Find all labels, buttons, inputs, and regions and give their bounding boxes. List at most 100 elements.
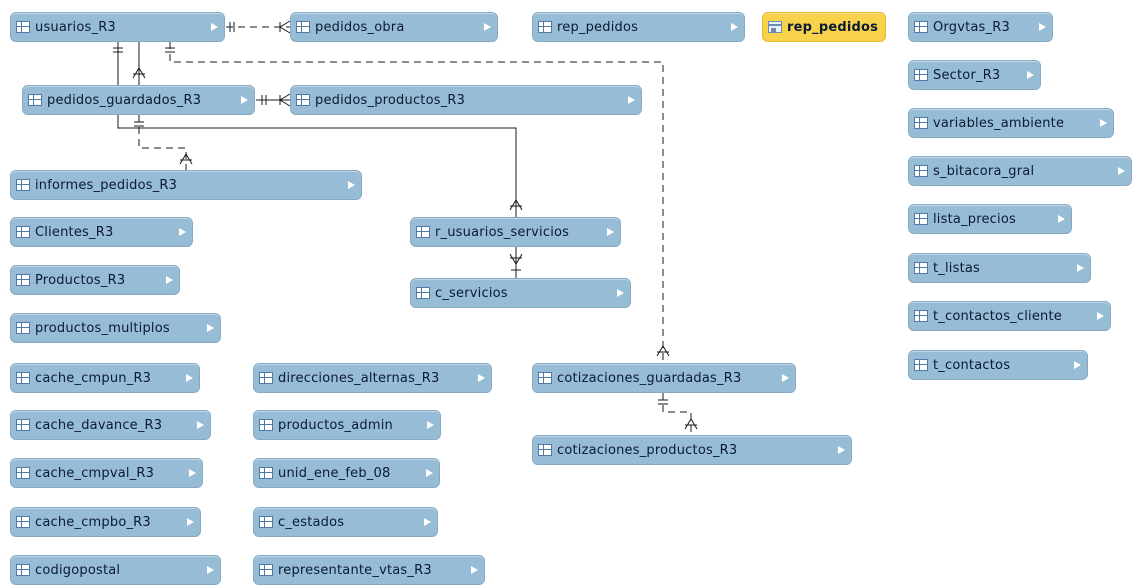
table-cache-cmpbo-r3[interactable]: cache_cmpbo_R3 <box>10 507 201 537</box>
one-marker <box>165 47 175 53</box>
table-t-contactos[interactable]: t_contactos <box>908 350 1088 380</box>
expand-arrow-icon[interactable] <box>471 566 478 574</box>
expand-arrow-icon[interactable] <box>207 566 214 574</box>
table-cache-davance-r3[interactable]: cache_davance_R3 <box>10 410 211 440</box>
table-icon <box>538 21 552 33</box>
table-representante-vtas-r3[interactable]: representante_vtas_R3 <box>253 555 485 585</box>
table-clientes-r3[interactable]: Clientes_R3 <box>10 217 193 247</box>
table-icon <box>296 94 310 106</box>
expand-arrow-icon[interactable] <box>1027 71 1034 79</box>
table-productos-r3[interactable]: Productos_R3 <box>10 265 180 295</box>
one-marker <box>134 121 144 127</box>
many-marker <box>509 199 523 211</box>
expand-arrow-icon[interactable] <box>427 421 434 429</box>
table-rep-pedidos[interactable]: rep_pedidos <box>532 12 745 42</box>
table-c-servicios[interactable]: c_servicios <box>410 278 631 308</box>
expand-arrow-icon[interactable] <box>1039 23 1046 31</box>
table-variables-ambiente[interactable]: variables_ambiente <box>908 108 1114 138</box>
table-cache-cmpun-r3[interactable]: cache_cmpun_R3 <box>10 363 200 393</box>
table-lista-precios[interactable]: lista_precios <box>908 204 1072 234</box>
table-codigopostal[interactable]: codigopostal <box>10 555 221 585</box>
table-usuarios-r3[interactable]: usuarios_R3 <box>10 12 225 42</box>
table-icon <box>259 516 273 528</box>
table-t-contactos-cliente[interactable]: t_contactos_cliente <box>908 301 1111 331</box>
table-name: productos_multiplos <box>35 320 170 336</box>
table-name: cache_cmpbo_R3 <box>35 514 151 530</box>
table-direcciones-alternas-r3[interactable]: direcciones_alternas_R3 <box>253 363 492 393</box>
expand-arrow-icon[interactable] <box>186 374 193 382</box>
table-name: c_servicios <box>435 285 508 301</box>
table-icon <box>16 274 30 286</box>
table-pedidos-guardados-r3[interactable]: pedidos_guardados_R3 <box>22 85 255 115</box>
expand-arrow-icon[interactable] <box>1118 167 1125 175</box>
expand-arrow-icon[interactable] <box>426 469 433 477</box>
table-cache-cmpval-r3[interactable]: cache_cmpval_R3 <box>10 458 203 488</box>
table-icon <box>259 419 273 431</box>
expand-arrow-icon[interactable] <box>1097 312 1104 320</box>
table-orgvtas-r3[interactable]: Orgvtas_R3 <box>908 12 1053 42</box>
expand-arrow-icon[interactable] <box>782 374 789 382</box>
table-pedidos-productos-r3[interactable]: pedidos_productos_R3 <box>290 85 642 115</box>
table-name: direcciones_alternas_R3 <box>278 370 440 386</box>
expand-arrow-icon[interactable] <box>207 324 214 332</box>
table-c-estados[interactable]: c_estados <box>253 507 438 537</box>
table-icon <box>914 213 928 225</box>
expand-arrow-icon[interactable] <box>484 23 491 31</box>
expand-arrow-icon[interactable] <box>1058 215 1065 223</box>
table-icon <box>914 359 928 371</box>
table-icon <box>914 69 928 81</box>
rel-line-cotizaciones-guardadas-productos <box>662 393 692 435</box>
table-icon <box>914 310 928 322</box>
expand-arrow-icon[interactable] <box>424 518 431 526</box>
table-unid-ene-feb-08[interactable]: unid_ene_feb_08 <box>253 458 440 488</box>
many-marker <box>656 345 670 357</box>
expand-arrow-icon[interactable] <box>838 446 845 454</box>
view-rep-pedidos[interactable]: rep_pedidos <box>762 12 886 42</box>
many-marker <box>509 253 523 265</box>
table-cotizaciones-guardadas-r3[interactable]: cotizaciones_guardadas_R3 <box>532 363 796 393</box>
rel-line-pedidos-guardados-informes <box>138 115 187 170</box>
table-r-usuarios-servicios[interactable]: r_usuarios_servicios <box>410 217 621 247</box>
expand-arrow-icon[interactable] <box>211 23 218 31</box>
many-marker <box>279 20 291 34</box>
many-marker <box>279 93 291 107</box>
expand-arrow-icon[interactable] <box>187 518 194 526</box>
expand-arrow-icon[interactable] <box>1100 119 1107 127</box>
table-sector-r3[interactable]: Sector_R3 <box>908 60 1041 90</box>
table-icon <box>538 444 552 456</box>
table-name: Sector_R3 <box>933 67 1001 83</box>
expand-arrow-icon[interactable] <box>478 374 485 382</box>
table-s-bitacora-gral[interactable]: s_bitacora_gral <box>908 156 1132 186</box>
view-icon <box>768 21 782 33</box>
table-icon <box>16 516 30 528</box>
expand-arrow-icon[interactable] <box>617 289 624 297</box>
expand-arrow-icon[interactable] <box>1077 264 1084 272</box>
table-icon <box>28 94 42 106</box>
table-cotizaciones-productos-r3[interactable]: cotizaciones_productos_R3 <box>532 435 852 465</box>
table-productos-multiplos[interactable]: productos_multiplos <box>10 313 221 343</box>
table-name: informes_pedidos_R3 <box>35 177 178 193</box>
table-name: codigopostal <box>35 562 121 578</box>
table-name: usuarios_R3 <box>35 19 116 35</box>
expand-arrow-icon[interactable] <box>241 96 248 104</box>
expand-arrow-icon[interactable] <box>189 469 196 477</box>
expand-arrow-icon[interactable] <box>731 23 738 31</box>
table-icon <box>16 179 30 191</box>
table-name: cotizaciones_guardadas_R3 <box>557 370 742 386</box>
expand-arrow-icon[interactable] <box>628 96 635 104</box>
expand-arrow-icon[interactable] <box>348 181 355 189</box>
many-marker <box>179 153 193 165</box>
table-pedidos-obra[interactable]: pedidos_obra <box>290 12 498 42</box>
expand-arrow-icon[interactable] <box>1074 361 1081 369</box>
table-icon <box>259 467 273 479</box>
expand-arrow-icon[interactable] <box>179 228 186 236</box>
one-marker <box>229 22 235 32</box>
expand-arrow-icon[interactable] <box>197 421 204 429</box>
table-name: Orgvtas_R3 <box>933 19 1010 35</box>
table-informes-pedidos-r3[interactable]: informes_pedidos_R3 <box>10 170 362 200</box>
table-productos-admin[interactable]: productos_admin <box>253 410 441 440</box>
table-t-listas[interactable]: t_listas <box>908 253 1091 283</box>
expand-arrow-icon[interactable] <box>166 276 173 284</box>
expand-arrow-icon[interactable] <box>607 228 614 236</box>
